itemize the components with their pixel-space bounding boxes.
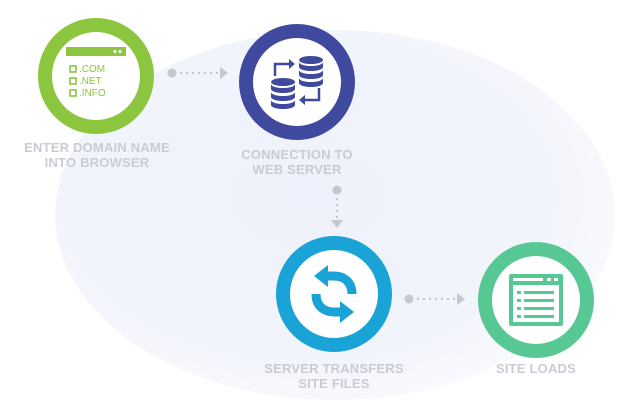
step-connection-inner (253, 38, 341, 126)
step-server-transfers-circle (276, 236, 392, 352)
connector-arrow-right-2 (404, 293, 465, 305)
step-site-loads-inner (492, 256, 580, 344)
domain-info: .INFO (79, 88, 106, 99)
domain-net: .NET (79, 76, 102, 87)
label-line: WEB SERVER (252, 162, 342, 177)
connector-arrow-down (331, 185, 343, 228)
domain-com: .COM (79, 64, 105, 75)
label-line: SITE FILES (298, 376, 370, 391)
step-enter-domain-circle: .COM .NET .INFO (38, 18, 154, 134)
step-enter-domain-inner: .COM .NET .INFO (52, 32, 140, 120)
step-server-transfers-label: SERVER TRANSFERS SITE FILES (234, 361, 434, 391)
step-server-transfers-inner (290, 250, 378, 338)
label-line: ENTER DOMAIN NAME (24, 140, 170, 155)
step-enter-domain-label: ENTER DOMAIN NAME INTO BROWSER (0, 140, 197, 170)
label-line: INTO BROWSER (44, 155, 150, 170)
step-connection-circle (239, 24, 355, 140)
label-line: SERVER TRANSFERS (264, 361, 404, 376)
connector-arrow-right-1 (167, 67, 228, 79)
webpage-list-icon (509, 274, 563, 326)
label-line: SITE LOADS (495, 361, 576, 376)
label-line: CONNECTION TO (241, 147, 353, 162)
database-exchange-icon (271, 56, 323, 109)
step-connection-label: CONNECTION TO WEB SERVER (197, 147, 397, 177)
step-site-loads-label: SITE LOADS (436, 361, 631, 376)
sync-arrows-icon (290, 250, 378, 338)
browser-domain-list-icon: .COM .NET .INFO (66, 47, 126, 105)
step-site-loads-circle (478, 242, 594, 358)
